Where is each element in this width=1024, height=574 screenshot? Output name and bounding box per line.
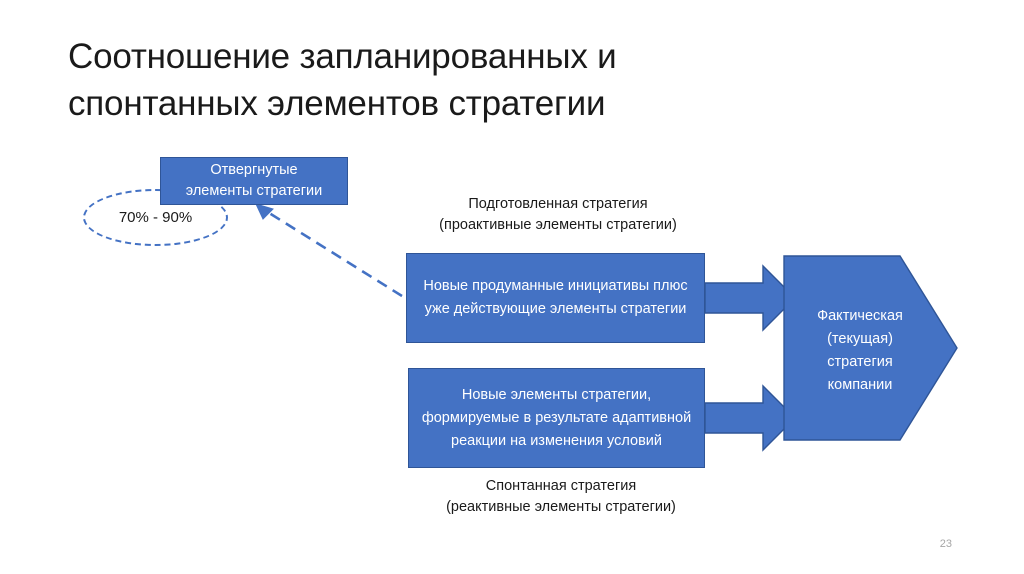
proactive-strategy-caption: Подготовленная стратегия (проактивные эл… (439, 196, 677, 233)
reactive-elements-label: Новые элементы стратегии, формируемые в … (421, 386, 692, 449)
proactive-elements-box: Новые продуманные инициативы плюс уже де… (406, 253, 705, 343)
proactive-to-actual-arrow (704, 264, 796, 332)
reactive-elements-box: Новые элементы стратегии, формируемые в … (408, 368, 705, 468)
spontaneous-strategy-caption: Спонтанная стратегия (реактивные элемент… (446, 478, 676, 515)
rejected-elements-dashed-connector (255, 203, 403, 298)
proactive-elements-label: Новые продуманные инициативы плюс уже де… (423, 278, 688, 317)
percentage-ellipse: 70% - 90% (83, 189, 228, 246)
rejected-elements-label: Отвергнутые элементы стратегии (185, 162, 323, 199)
actual-strategy-label: Фактическая (текущая) стратегия компании (817, 308, 903, 393)
rejected-elements-box: Отвергнутые элементы стратегии (160, 157, 348, 205)
percentage-label: 70% - 90% (118, 209, 193, 226)
page-title: Соотношение запланированных и спонтанных… (68, 37, 617, 123)
reactive-to-actual-arrow (704, 384, 796, 452)
slide-number: 23 (939, 538, 952, 550)
